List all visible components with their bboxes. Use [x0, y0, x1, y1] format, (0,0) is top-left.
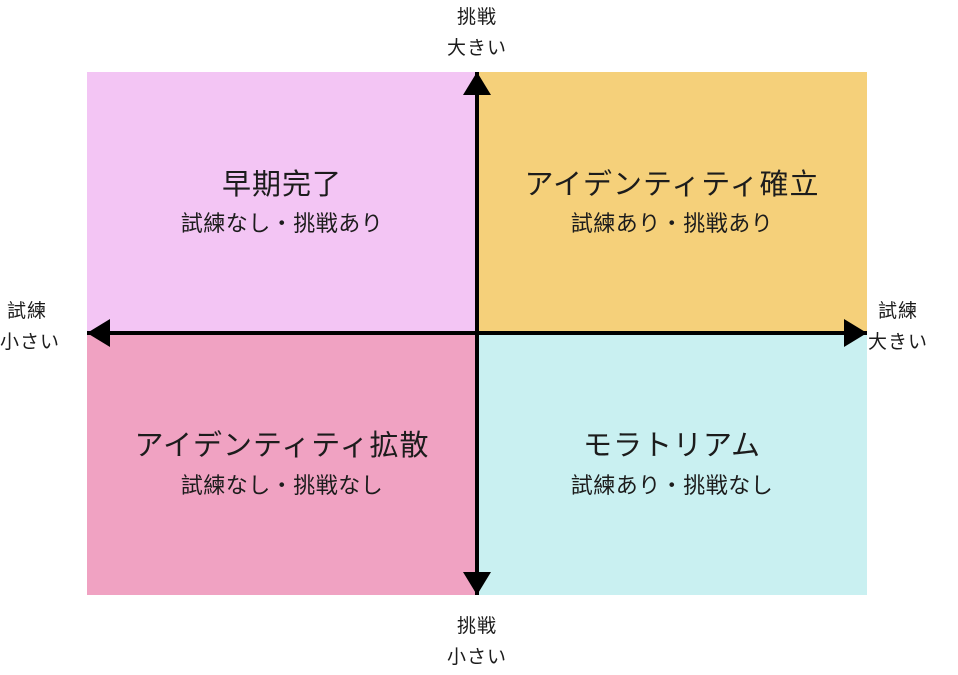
quadrant-subtitle: 試練あり・挑戦あり: [570, 212, 774, 238]
quadrant-title: モラトリアム: [583, 428, 761, 463]
axis-label-line: 挑戦: [456, 615, 497, 637]
quadrant-subtitle: 試練なし・挑戦あり: [180, 212, 384, 238]
quadrant-top-right: アイデンティティ確立 試練あり・挑戦あり: [477, 72, 867, 333]
axis-label-bottom: 挑戦 小さい: [412, 611, 542, 673]
quadrant-top-left: 早期完了 試練なし・挑戦あり: [87, 72, 477, 333]
arrow-left-icon: [87, 319, 110, 347]
quadrant-bottom-right: モラトリアム 試練あり・挑戦なし: [477, 333, 867, 595]
axis-label-line: 試練: [877, 300, 918, 322]
axis-label-right: 試練 大きい: [866, 296, 930, 358]
quadrant-subtitle: 試練なし・挑戦なし: [180, 473, 384, 499]
axis-label-line: 試練: [6, 300, 47, 322]
quadrant-title: 早期完了: [221, 166, 342, 201]
quadrant-subtitle: 試練あり・挑戦なし: [570, 473, 774, 499]
arrow-up-icon: [463, 72, 491, 95]
arrow-right-icon: [844, 319, 867, 347]
axis-label-line: 小さい: [446, 646, 507, 668]
axis-label-line: 挑戦: [456, 6, 497, 28]
quadrant-title: アイデンティティ拡散: [134, 428, 430, 463]
axis-label-line: 大きい: [446, 37, 507, 59]
axis-label-line: 大きい: [867, 331, 928, 353]
arrow-down-icon: [463, 572, 491, 595]
quadrant-title: アイデンティティ確立: [524, 166, 820, 201]
horizontal-axis-line: [87, 331, 867, 335]
axis-label-top: 挑戦 大きい: [412, 2, 542, 64]
axis-label-left: 試練 小さい: [0, 296, 61, 358]
quadrant-bottom-left: アイデンティティ拡散 試練なし・挑戦なし: [87, 333, 477, 595]
axis-label-line: 小さい: [0, 331, 61, 353]
